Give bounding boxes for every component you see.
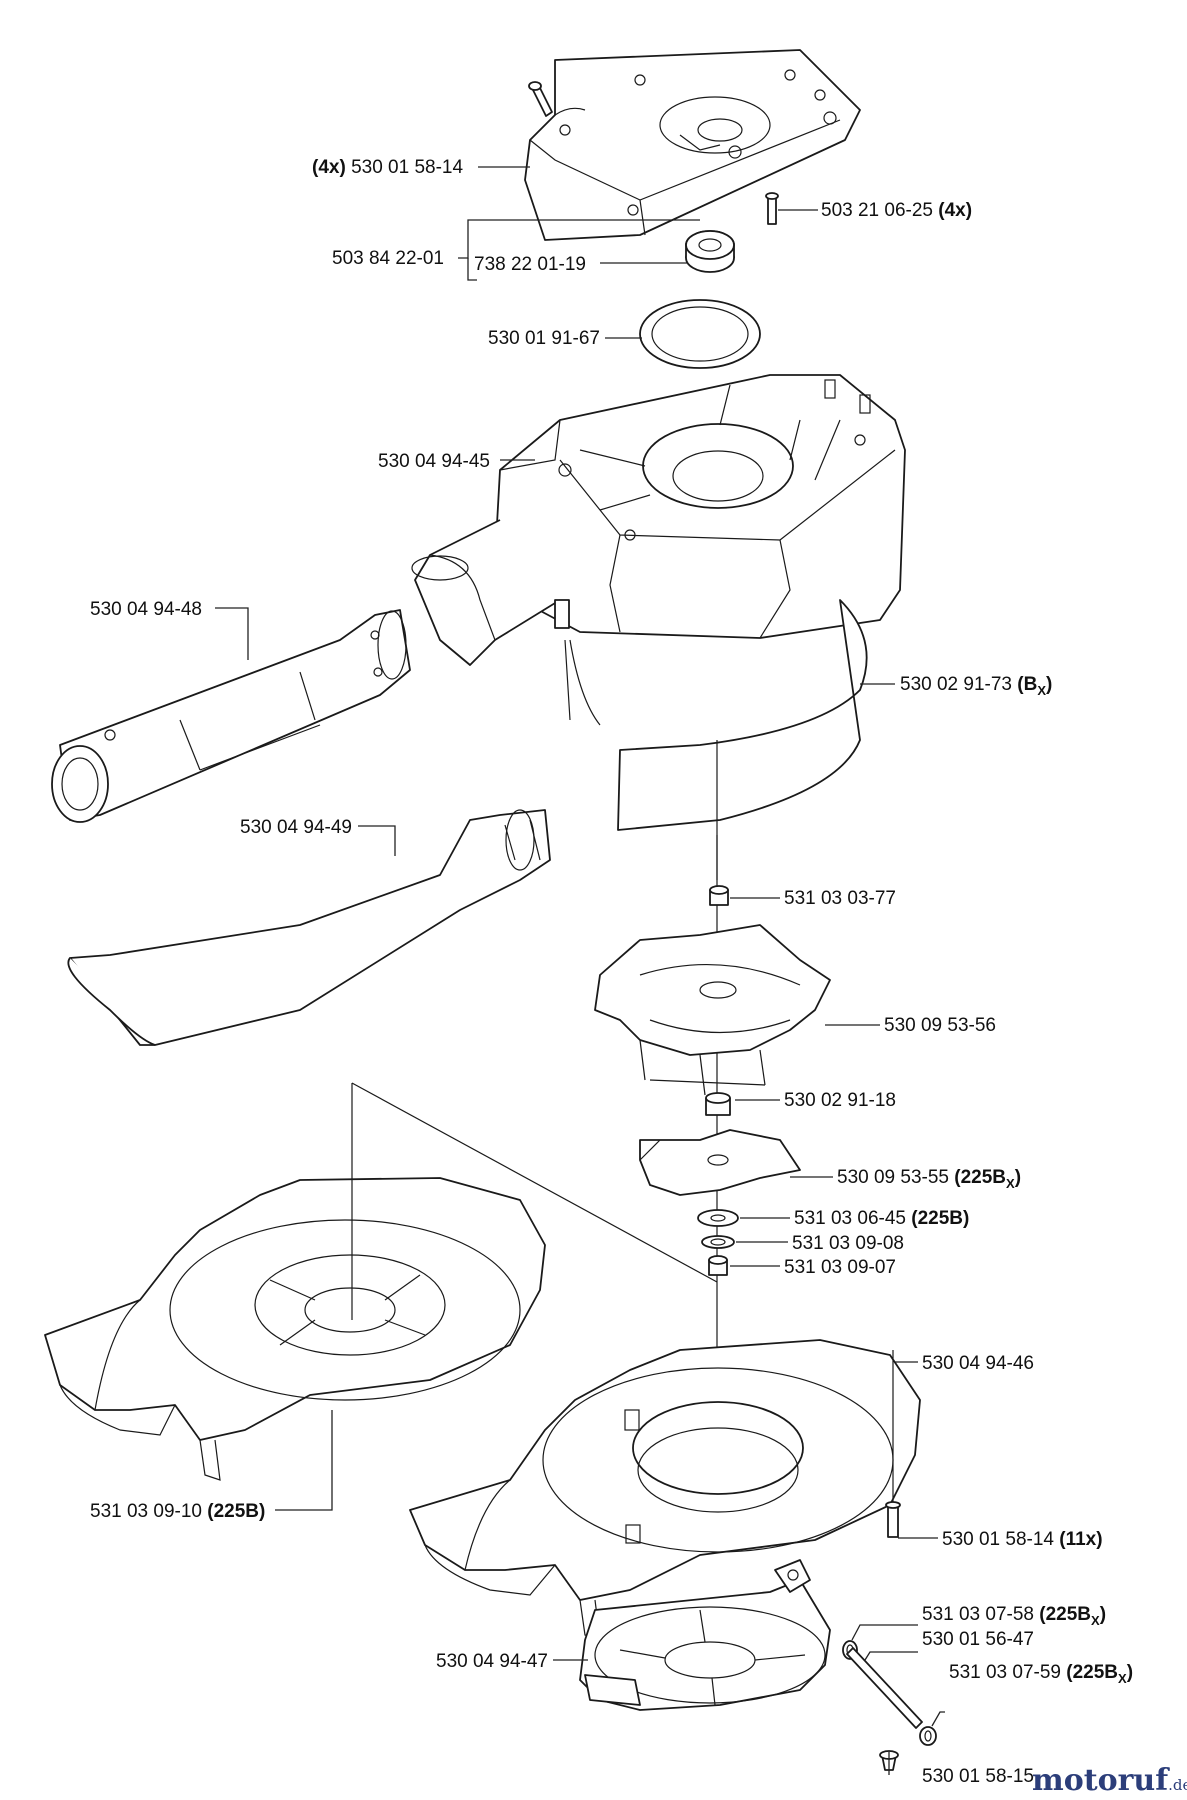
callout-738-22-01-19: 738 22 01-19 (474, 254, 586, 275)
top-cover-part (524, 49, 861, 241)
callout-531-03-07-59: 531 03 07-59 (225BX) (949, 1662, 1133, 1686)
callout-530-04-94-45: 530 04 94-45 (378, 451, 490, 472)
callout-labels: (4x) 530 01 58-14 503 21 06-25 (4x) 503 … (90, 157, 1133, 1787)
callout-531-03-06-45: 531 03 06-45 (225B) (794, 1208, 969, 1229)
fan-impeller-part (594, 924, 831, 1096)
callout-530-04-94-49: 530 04 94-49 (240, 817, 352, 838)
nozzle-part (67, 809, 551, 1046)
callout-531-03-09-08: 531 03 09-08 (792, 1233, 904, 1254)
seal-ring-part (639, 299, 761, 369)
callout-530-01-58-15: 530 01 58-15 (922, 1766, 1034, 1787)
screw-part (885, 1350, 901, 1538)
callout-530-02-91-73: 530 02 91-73 (BX) (900, 674, 1052, 698)
screw-part (528, 81, 553, 117)
callout-530-04-94-46: 530 04 94-46 (922, 1353, 1034, 1374)
blower-tube-part (51, 609, 411, 823)
callout-530-09-53-55: 530 09 53-55 (225BX) (837, 1167, 1021, 1191)
pin-part (846, 1647, 923, 1729)
callout-530-01-58-14-4x: (4x) 530 01 58-14 (312, 157, 463, 178)
callout-531-03-09-10: 531 03 09-10 (225B) (90, 1501, 265, 1522)
callout-531-03-03-77: 531 03 03-77 (784, 888, 896, 909)
callout-531-03-07-58: 531 03 07-58 (225BX) (922, 1604, 1106, 1628)
spiral-band-part (564, 599, 868, 831)
callout-530-01-58-14-11x: 530 01 58-14 (11x) (942, 1529, 1103, 1550)
leader-lines (215, 166, 945, 1775)
cutting-blade-part (639, 1129, 801, 1196)
cover-plate-part (579, 1559, 831, 1711)
callout-503-21-06-25: 503 21 06-25 (4x) (821, 200, 972, 221)
callout-530-02-91-18: 530 02 91-18 (784, 1090, 896, 1111)
callout-530-09-53-56: 530 09 53-56 (884, 1015, 996, 1036)
bearing-part (685, 230, 735, 273)
hex-nut-part (705, 1092, 731, 1116)
callout-531-03-09-07: 531 03 09-07 (784, 1257, 896, 1278)
nut-part (708, 1255, 728, 1276)
callout-530-04-94-48: 530 04 94-48 (90, 599, 202, 620)
lower-housing-left-part (44, 1177, 546, 1481)
washer-part (701, 1235, 735, 1249)
watermark-logo: motoruf.de (1032, 1763, 1187, 1798)
spring-part (919, 1726, 937, 1746)
screw-part (765, 192, 779, 225)
callout-530-01-56-47: 530 01 56-47 (922, 1629, 1034, 1650)
washer-part (697, 1209, 739, 1227)
callout-530-01-91-67: 530 01 91-67 (488, 328, 600, 349)
main-housing-part (411, 374, 906, 666)
callout-503-84-22-01: 503 84 22-01 (332, 248, 444, 269)
callout-530-04-94-47: 530 04 94-47 (436, 1651, 548, 1672)
lower-housing-right-part (409, 1339, 921, 1641)
spacer-nut-part (709, 885, 729, 906)
